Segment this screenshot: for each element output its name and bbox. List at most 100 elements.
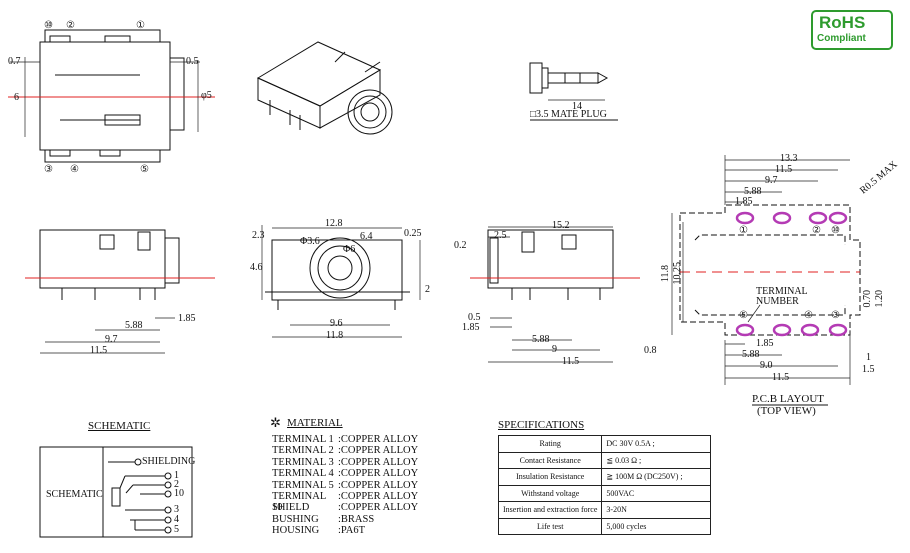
dim-front-4-6: 4.6: [250, 262, 263, 273]
pcb-num-1: ①: [739, 225, 748, 236]
table-row: Insulation Resistance≧ 100M Ω (DC250V) ;: [497, 468, 712, 486]
dim-plug: 14: [572, 101, 582, 112]
pin-1: 1: [174, 470, 179, 481]
top-terminal-5: ⑤: [140, 164, 149, 175]
dim-side-5-88: 5.88: [125, 320, 143, 331]
dim-right-0-2: 0.2: [454, 240, 467, 251]
dim-pcb-b-1-85: 1.85: [756, 338, 774, 349]
dim-side-9-7: 9.7: [105, 334, 118, 345]
right-view: [470, 226, 640, 363]
pcb-terminal-label-1: TERMINAL: [756, 286, 808, 297]
dim-right-15-2: 15.2: [552, 220, 570, 231]
plug-view: [529, 62, 618, 121]
dim-pcb-b-1-5: 1.5: [862, 364, 875, 375]
pcb-terminal-label-2: NUMBER: [756, 296, 799, 307]
iso-view: [256, 41, 393, 135]
dim-right-9: 9: [552, 344, 557, 355]
pin-5: 5: [174, 524, 179, 535]
dim-front-12-8: 12.8: [325, 218, 343, 229]
pcb-num-4: ④: [804, 310, 813, 321]
schematic-diagram: [39, 446, 193, 538]
dim-front-phi-6: Φ6: [343, 244, 356, 255]
dim-pcb-11-5: 11.5: [775, 164, 793, 175]
top-terminal-1: ①: [136, 20, 145, 31]
dim-top-right: 0.5: [186, 56, 199, 67]
material-row: SHIELD:COPPER ALLOY: [272, 502, 419, 514]
dim-top-diam: φ5: [201, 90, 212, 101]
dim-right-0-5: 0.5: [468, 312, 481, 323]
material-row: TERMINAL 4:COPPER ALLOY: [272, 468, 419, 480]
dim-right-1-85: 1.85: [462, 322, 480, 333]
pcb-caption: P.C.B LAYOUT: [752, 393, 825, 405]
dim-pcb-1-85: 1.85: [735, 196, 753, 207]
rohs-logo: RoHS Compliant: [811, 10, 893, 50]
dim-pcb-b-1: 1: [866, 352, 871, 363]
material-row: HOUSING:PA6T: [272, 525, 366, 537]
pin-2: 2: [174, 479, 179, 490]
dim-front-2: 2: [425, 284, 430, 295]
dim-front-6-4: 6.4: [360, 231, 373, 242]
plug-caption: □3.5 MATE PLUG: [530, 109, 607, 120]
dim-front-9-6: 9.6: [330, 318, 343, 329]
dim-right-5-88: 5.88: [532, 334, 550, 345]
material-row: TERMINAL 3:COPPER ALLOY: [272, 456, 419, 468]
rohs-text: RoHS: [819, 13, 866, 32]
schematic-title: SCHEMATIC: [88, 420, 151, 432]
pcb-num-5: ⑤: [739, 310, 748, 321]
dim-pcb-b-9-0: 9.0: [760, 360, 773, 371]
pin-shielding: SHIELDING: [142, 456, 196, 467]
dim-pcb-10-25: 10.25: [672, 262, 683, 285]
pcb-num-10: ⑩: [831, 225, 840, 236]
side-view: [25, 229, 215, 354]
dim-pcb-9-7: 9.7: [765, 175, 778, 186]
pin-3: 3: [174, 504, 179, 515]
pcb-num-2: ②: [812, 225, 821, 236]
material-row: TERMINAL 10:COPPER ALLOY: [272, 490, 419, 514]
dim-side-11-5: 11.5: [90, 345, 108, 356]
pcb-num-3: ③: [831, 310, 840, 321]
dim-front-0-25: 0.25: [404, 228, 422, 239]
pin-4: 4: [174, 514, 179, 525]
dim-pcb-13-3: 13.3: [780, 153, 798, 164]
dim-pcb-5-88: 5.88: [744, 186, 762, 197]
dim-top-height: 6: [14, 92, 19, 103]
top-terminal-4: ④: [70, 164, 79, 175]
material-title: MATERIAL: [287, 417, 343, 429]
pin-10: 10: [174, 488, 184, 499]
material-row: TERMINAL 1:COPPER ALLOY: [272, 434, 419, 445]
top-terminal-3: ③: [44, 164, 53, 175]
front-view: [261, 225, 421, 338]
material-row: TERMINAL 5:COPPER ALLOY: [272, 479, 419, 491]
dim-pcb-1-20: 1.20: [874, 290, 885, 308]
dim-front-11-8: 11.8: [326, 330, 344, 341]
material-list: TERMINAL 1:COPPER ALLOY TERMINAL 2:COPPE…: [272, 434, 418, 537]
dim-right-2-5: 2.5: [494, 230, 507, 241]
dim-side-1-85: 1.85: [178, 313, 196, 324]
material-row: TERMINAL 2:COPPER ALLOY: [272, 445, 419, 457]
dim-front-2-3: 2.3: [252, 230, 265, 241]
pcb-subcaption: (TOP VIEW): [757, 405, 816, 417]
table-row: Contact Resistance≦ 0.03 Ω ;: [497, 451, 712, 469]
dim-pcb-0-70: 0.70: [862, 290, 873, 308]
specs-title: SPECIFICATIONS: [498, 419, 585, 431]
material-mark: ✲: [270, 415, 281, 430]
dim-right-11-5: 11.5: [562, 356, 580, 367]
compliant-text: Compliant: [817, 33, 866, 44]
material-row: BUSHING:BRASS: [272, 513, 375, 525]
dim-top-left: 0.7: [8, 56, 21, 67]
schematic-box-label: SCHEMATIC: [46, 489, 103, 500]
dim-front-phi-3-6: Φ3.6: [300, 236, 320, 247]
top-view: [8, 29, 215, 163]
dim-pcb-11-8: 11.8: [660, 265, 671, 283]
dim-pcb-b-5-88: 5.88: [742, 349, 760, 360]
top-terminal-2: ②: [66, 20, 75, 31]
dim-pcb-b-11-5: 11.5: [772, 372, 790, 383]
dim-right-0-8: 0.8: [644, 345, 657, 356]
